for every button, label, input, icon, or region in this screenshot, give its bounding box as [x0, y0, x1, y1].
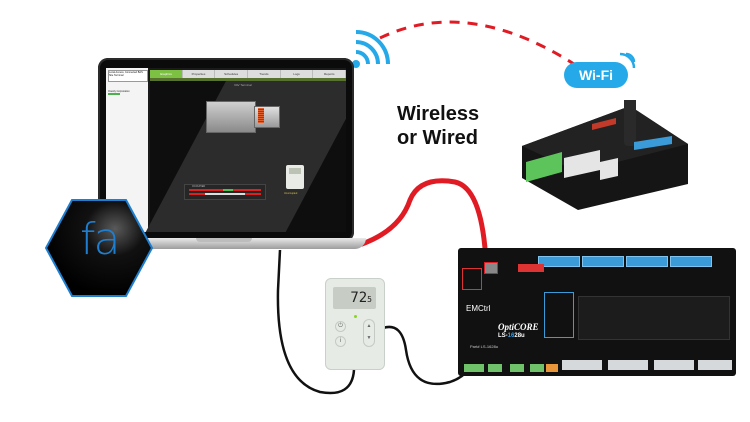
brand-logo: EMCtrl — [466, 304, 491, 313]
product-name: OptiCORE — [498, 322, 539, 332]
display-window — [578, 296, 730, 340]
screen-thermostat-graphic[interactable] — [286, 165, 304, 189]
screen-tree-item[interactable]: Ooonly Corporation — [108, 90, 130, 96]
fa-logo-hexagon — [44, 199, 154, 297]
tab-properties[interactable]: Properties — [183, 70, 216, 78]
model-number: LS-1628u — [498, 333, 525, 339]
wifi-badge: Wi-Fi — [564, 62, 628, 88]
terminal-block — [488, 364, 502, 372]
part-number: Part# LS-1628u — [470, 344, 499, 349]
terminal-block — [538, 256, 580, 267]
heating-coil-graphic — [258, 108, 264, 123]
tab-reports[interactable]: Reports — [313, 70, 346, 78]
terminal-block — [546, 364, 558, 372]
terminal-block — [530, 364, 544, 372]
terminal-block — [608, 360, 648, 370]
up-arrow-icon[interactable]: ▲ — [366, 323, 372, 329]
connection-caption: Wireless or Wired — [397, 102, 479, 150]
caption-line-2: or Wired — [397, 127, 478, 149]
screen-toolbar-strip — [150, 78, 346, 81]
config-buttons[interactable] — [518, 264, 544, 272]
wireless-antenna — [624, 100, 636, 146]
wifi-badge-signal-icon — [619, 52, 636, 69]
wired-cable — [359, 178, 489, 265]
tab-graphics[interactable]: Graphics — [150, 70, 183, 78]
air-handler-unit-graphic[interactable] — [206, 101, 256, 133]
terminal-block — [464, 364, 484, 372]
laptop-base — [90, 238, 366, 249]
occupancy-setpoint-bar[interactable] — [184, 184, 266, 200]
terminal-block — [698, 360, 732, 370]
terminal-block — [510, 364, 524, 372]
status-panel — [544, 292, 574, 338]
down-arrow-icon[interactable]: ▼ — [366, 335, 372, 341]
terminal-block — [654, 360, 694, 370]
tab-logs[interactable]: Logs — [281, 70, 314, 78]
caption-line-1: Wireless — [397, 103, 480, 125]
power-block — [462, 268, 482, 290]
terminal-block — [582, 256, 624, 267]
wifi-signal-icon — [352, 30, 390, 68]
room-thermostat: 725 ⏻ i ▲ ▼ — [325, 278, 385, 370]
terminal-block — [626, 256, 668, 267]
occupancy-label: OCCUPIED — [192, 185, 206, 188]
terminal-block — [562, 360, 602, 370]
tab-schedules[interactable]: Schedules — [215, 70, 249, 78]
thermostat-controller-cable — [382, 325, 469, 386]
thermostat-display: 725 — [333, 287, 376, 309]
screen-site-title: Local Access, Connected BAS Site Termina… — [108, 70, 148, 82]
fa-logo-text: fa — [80, 214, 120, 265]
wireless-controller — [522, 100, 688, 210]
temperature-rocker[interactable]: ▲ ▼ — [363, 319, 375, 347]
graphic-title: VAV Terminal — [234, 83, 252, 87]
ethernet-port[interactable] — [484, 262, 498, 274]
thermostat-status-label: Unoccupied — [284, 192, 298, 195]
screen-tabs: Graphics Properties Schedules Trends Log… — [150, 70, 346, 78]
status-led — [354, 315, 357, 318]
tab-trends[interactable]: Trends — [248, 70, 281, 78]
info-button[interactable]: i — [335, 336, 346, 347]
laptop-notch — [196, 238, 252, 242]
laptop-thermostat-cable — [276, 249, 356, 395]
opticore-controller: EMCtrl OptiCORE LS-1628u Part# LS-1628u — [458, 248, 736, 376]
terminal-block — [670, 256, 712, 267]
power-button[interactable]: ⏻ — [335, 321, 346, 332]
